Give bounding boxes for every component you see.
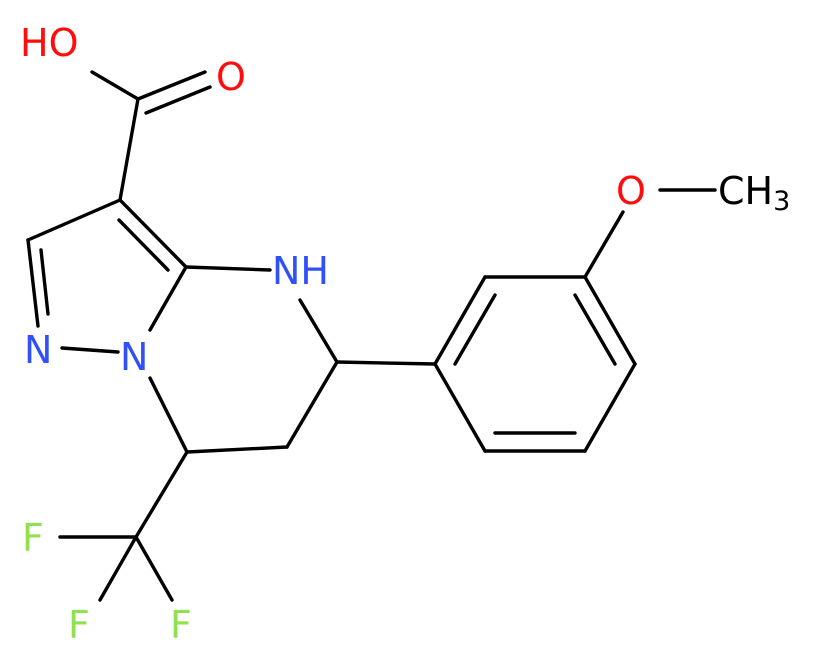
bond-cooh-c-o-double-a	[136, 70, 207, 101]
hydroxyl-label: HO	[20, 21, 78, 65]
fluorine-bottom-right-label: F	[170, 603, 192, 647]
pyrazole-nitrogen-label: N	[24, 328, 52, 372]
bridgehead-nitrogen-label: N	[120, 335, 148, 379]
bond-c3-c4	[26, 198, 122, 242]
bond-cf3-f-bottom-left	[98, 535, 138, 602]
bond-c3a-n1	[148, 265, 188, 332]
bond-n2-n1	[60, 346, 120, 354]
atom-labels: HO O NH N N O CH3 F F F	[20, 21, 790, 647]
bond-c4-n2	[26, 238, 40, 328]
bond-c5-c6	[285, 360, 339, 449]
bond-ph4-ph5	[583, 362, 637, 453]
ether-oxygen-label: O	[616, 169, 646, 213]
bond-cooh-c-o-double-b	[144, 85, 212, 115]
bond-c6-c7	[185, 445, 289, 454]
bond-c3a-nh	[184, 265, 272, 272]
methyl-main-text: CH	[718, 169, 773, 213]
carbonyl-oxygen-label: O	[216, 55, 246, 99]
bond-ph3-o	[583, 210, 625, 279]
bond-c3-c3a	[118, 198, 188, 269]
fluorine-bottom-left-label: F	[68, 603, 90, 647]
methyl-label: CH3	[718, 169, 790, 217]
bond-ph3-ph4-inner	[573, 293, 617, 366]
bond-c4-n2-double	[39, 248, 50, 316]
bond-c3-c3a-double	[117, 218, 170, 272]
bond-cf3-f-bottom-right	[134, 535, 174, 602]
bond-c7-n1	[148, 376, 189, 454]
methyl-subscript: 3	[773, 186, 790, 217]
bond-c5-phenyl	[335, 360, 437, 366]
bond-c7-cf3	[134, 450, 189, 539]
bond-nh-c5	[298, 298, 339, 364]
bond-ph6-ph1	[433, 362, 487, 453]
bond-ph1-ph2	[433, 275, 487, 366]
bond-cooh-c-oh	[90, 70, 140, 101]
bond-ph3-ph4	[583, 275, 637, 366]
bond-cooh-ring	[118, 97, 140, 202]
amine-label: NH	[272, 249, 329, 293]
bond-ph1-ph2-inner	[453, 293, 497, 366]
fluorine-left-label: F	[22, 516, 44, 560]
bonds	[26, 70, 717, 602]
